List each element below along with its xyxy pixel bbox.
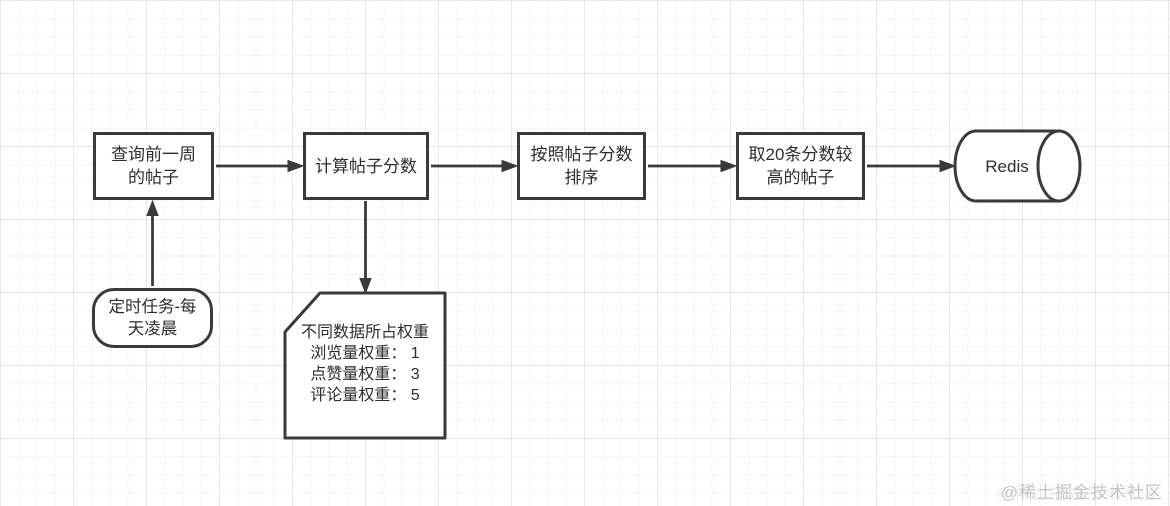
arrow-sort-to-take xyxy=(648,159,738,173)
node-scheduled-task: 定时任务-每 天凌晨 xyxy=(92,288,213,348)
arrow-query-to-calc xyxy=(216,159,305,173)
node-redis-label: Redis xyxy=(985,156,1029,176)
note-line-view-weight: 浏览量权重： 1 xyxy=(310,345,420,362)
arrow-take-to-redis xyxy=(867,159,957,173)
node-note-weights: 不同数据所占权重 浏览量权重： 1 点赞量权重： 3 评论量权重： 5 xyxy=(285,322,445,406)
node-sort-by-score: 按照帖子分数 排序 xyxy=(517,132,646,200)
note-shape xyxy=(283,291,447,440)
node-sort-label: 按照帖子分数 排序 xyxy=(530,145,633,187)
node-take-label: 取20条分数较 高的帖子 xyxy=(748,145,853,187)
note-line-like-weight: 点赞量权重： 3 xyxy=(310,366,420,383)
redis-cylinder-shape xyxy=(953,129,1082,203)
node-calc-post-score: 计算帖子分数 xyxy=(303,132,429,200)
node-redis: Redis xyxy=(955,131,1059,201)
juejin-watermark: @稀土掘金技术社区 xyxy=(1000,483,1163,502)
node-query-label: 查询前一周 的帖子 xyxy=(111,145,196,187)
node-calc-label: 计算帖子分数 xyxy=(315,156,417,176)
arrow-calc-to-sort xyxy=(431,159,519,173)
note-line-comment-weight: 评论量权重： 5 xyxy=(310,387,420,404)
arrow-timer-to-query xyxy=(146,199,159,286)
arrow-calc-to-note xyxy=(359,201,372,295)
node-take-top20: 取20条分数较 高的帖子 xyxy=(736,132,865,200)
note-line-title: 不同数据所占权重 xyxy=(300,324,429,341)
node-timer-label: 定时任务-每 天凌晨 xyxy=(108,298,197,338)
node-query-last-week-posts: 查询前一周 的帖子 xyxy=(93,132,214,200)
